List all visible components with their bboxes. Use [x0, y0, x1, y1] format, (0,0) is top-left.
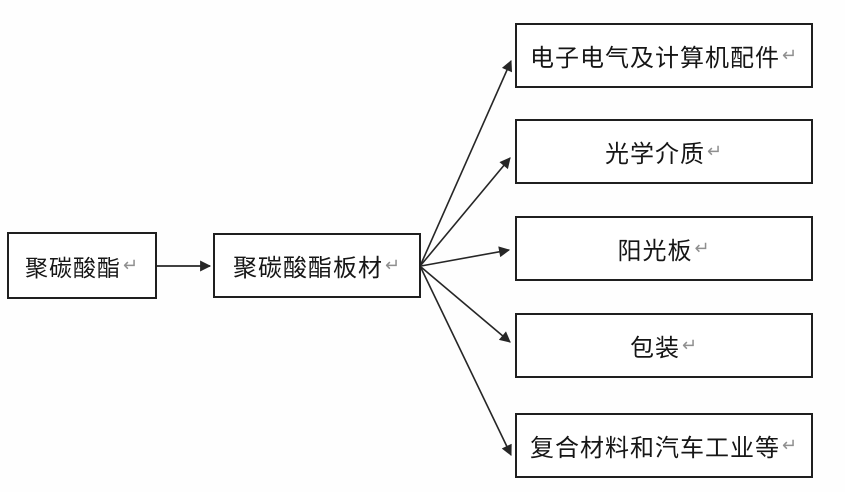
- paragraph-return-mark: ↵: [694, 238, 711, 258]
- paragraph-return-mark: ↵: [781, 435, 799, 455]
- node-electronics-computer-parts: 电子电气及计算机配件↵: [515, 23, 813, 88]
- node-composites-automotive: 复合材料和汽车工业等↵: [515, 413, 813, 478]
- node-polycarbonate: 聚碳酸酯↵: [7, 232, 157, 299]
- paragraph-return-mark: ↵: [781, 45, 799, 65]
- node-optical-media: 光学介质↵: [515, 119, 813, 184]
- node-label: 聚碳酸酯: [24, 254, 121, 281]
- node-label: 聚碳酸酯板材: [232, 255, 383, 282]
- arrow-intermediate-to-target-3: [420, 266, 511, 343]
- node-label: 电子电气及计算机配件: [529, 45, 780, 72]
- paragraph-return-mark: ↵: [706, 141, 724, 161]
- paragraph-return-mark: ↵: [384, 255, 402, 275]
- arrow-intermediate-to-target-0: [420, 59, 513, 265]
- node-label: 阳光板: [617, 238, 693, 265]
- arrow-intermediate-to-target-1: [420, 157, 511, 266]
- node-label: 复合材料和汽车工业等: [529, 435, 780, 462]
- arrow-intermediate-to-target-2: [420, 246, 511, 267]
- paragraph-return-mark: ↵: [681, 335, 699, 355]
- node-label: 包装: [629, 335, 680, 362]
- paragraph-return-mark: ↵: [122, 255, 140, 275]
- node-polycarbonate-sheet: 聚碳酸酯板材↵: [213, 233, 421, 298]
- node-label: 光学介质: [604, 141, 705, 168]
- arrow-intermediate-to-target-4: [420, 267, 512, 456]
- node-packaging: 包装↵: [515, 313, 813, 378]
- node-sunlight-board: 阳光板↵: [515, 216, 813, 281]
